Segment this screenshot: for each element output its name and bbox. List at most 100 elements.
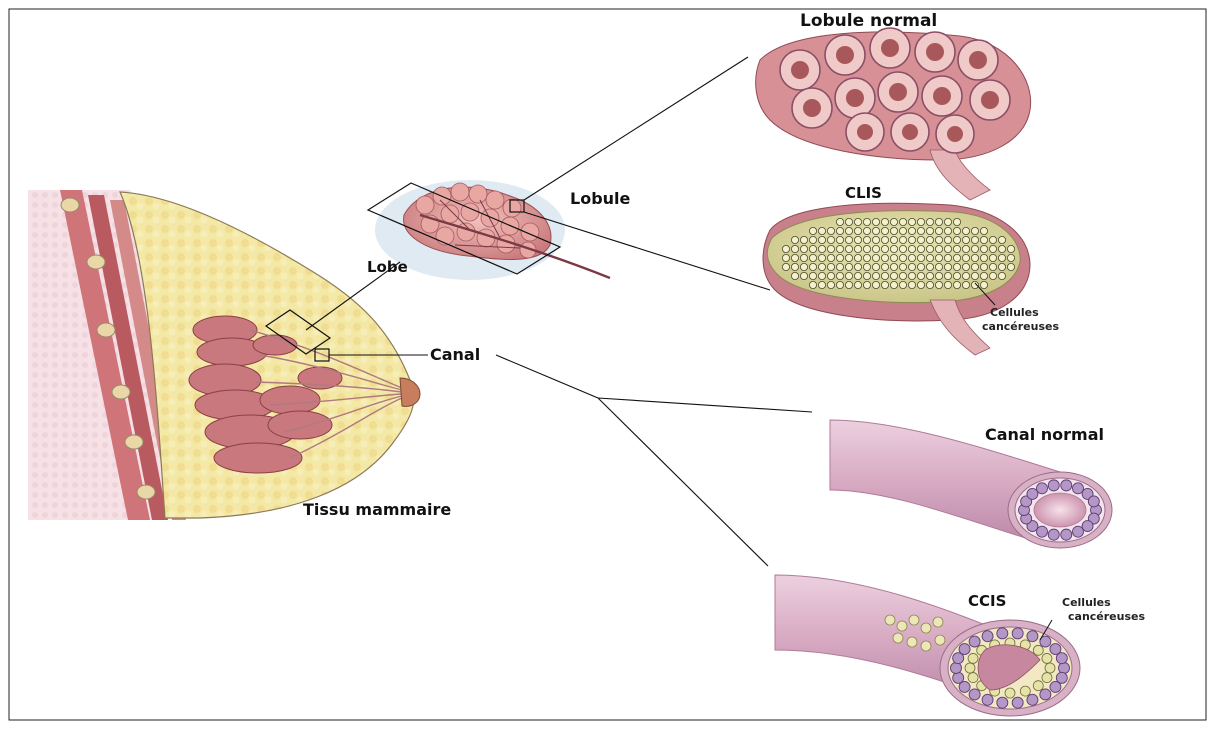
cancer-cell: [854, 245, 861, 252]
cancer-cell: [881, 281, 888, 288]
cancer-cell: [899, 227, 906, 234]
cancer-cell: [827, 281, 834, 288]
cancer-cell: [899, 281, 906, 288]
cancer-cell: [935, 272, 942, 279]
cancer-cell: [899, 254, 906, 261]
epithelial-cell: [1073, 483, 1084, 494]
cancer-cell: [953, 245, 960, 252]
cancer-cell: [890, 227, 897, 234]
cancer-cell: [971, 254, 978, 261]
cancer-cell: [818, 227, 825, 234]
cancer-cell: [791, 254, 798, 261]
cancer-cell: [980, 236, 987, 243]
cancer-cell: [998, 272, 1005, 279]
cancer-cell: [881, 245, 888, 252]
label-cellules-ccis-2: cancéreuses: [1068, 610, 1145, 623]
cancer-cell: [890, 272, 897, 279]
epithelial-cell: [1040, 689, 1051, 700]
cancer-cell: [827, 272, 834, 279]
cancer-cell: [881, 272, 888, 279]
cancer-cell: [845, 254, 852, 261]
cancer-cell: [827, 254, 834, 261]
cancer-cell: [971, 245, 978, 252]
cancer-cell: [962, 281, 969, 288]
cancer-cell: [863, 272, 870, 279]
label-clis: CLIS: [845, 184, 882, 202]
cancer-cell: [926, 236, 933, 243]
cancer-cell: [872, 254, 879, 261]
cancer-cell: [782, 254, 789, 261]
label-canal-normal: Canal normal: [985, 425, 1104, 444]
cancer-cell: [917, 263, 924, 270]
cancer-cell: [971, 236, 978, 243]
cancer-cell: [809, 236, 816, 243]
epithelial-cell: [1027, 488, 1038, 499]
cancer-cell: [818, 236, 825, 243]
cancer-cell: [926, 263, 933, 270]
cancer-cell: [944, 263, 951, 270]
cancer-cell: [962, 227, 969, 234]
cancer-cell: [962, 254, 969, 261]
cancer-cell: [791, 263, 798, 270]
cancer-cell: [818, 254, 825, 261]
cancer-cell: [800, 263, 807, 270]
cancer-cell: [1045, 663, 1055, 673]
cancer-cell: [881, 218, 888, 225]
epithelial-cell: [982, 694, 993, 705]
cancer-cell: [854, 281, 861, 288]
cancer-cell: [971, 227, 978, 234]
connector-lines: [306, 57, 812, 566]
cancer-cell: [863, 254, 870, 261]
cancer-cell: [962, 263, 969, 270]
cancer-cell: [836, 227, 843, 234]
cancer-cell: [863, 281, 870, 288]
cancer-cell: [1005, 688, 1015, 698]
cancer-cell: [854, 236, 861, 243]
cancer-cell: [953, 254, 960, 261]
epithelial-cell: [951, 663, 962, 674]
cancer-cell: [908, 281, 915, 288]
cancer-cell: [872, 236, 879, 243]
cancer-cell: [827, 245, 834, 252]
cancer-cell: [818, 245, 825, 252]
cancer-cell: [944, 236, 951, 243]
cancer-cell: [953, 227, 960, 234]
epithelial-cell: [997, 697, 1008, 708]
epithelial-cell: [1061, 480, 1072, 491]
cancer-cell: [944, 254, 951, 261]
cancer-cell: [953, 281, 960, 288]
cancer-cell: [980, 254, 987, 261]
cancer-cell: [989, 263, 996, 270]
cancer-cell: [809, 281, 816, 288]
cancer-cell: [926, 281, 933, 288]
cancer-cell: [863, 245, 870, 252]
cancer-cell: [908, 236, 915, 243]
cancer-cell: [890, 254, 897, 261]
cancer-cell: [917, 227, 924, 234]
cancer-cell: [971, 281, 978, 288]
cancer-cell: [944, 218, 951, 225]
cancer-cell: [962, 236, 969, 243]
label-lobule-normal: Lobule normal: [800, 11, 937, 31]
cancer-cell: [989, 254, 996, 261]
epithelial-cell: [1050, 681, 1061, 692]
epithelial-cell: [1027, 694, 1038, 705]
cancer-cell: [917, 281, 924, 288]
cancer-cell: [917, 272, 924, 279]
cancer-cell: [818, 272, 825, 279]
cancer-cell: [899, 272, 906, 279]
cancer-cell: [926, 272, 933, 279]
epithelial-cell: [969, 636, 980, 647]
epithelial-cell: [969, 689, 980, 700]
cancer-cell: [1020, 686, 1030, 696]
nipple: [400, 378, 420, 406]
cancer-cell: [980, 227, 987, 234]
cancer-cell: [917, 218, 924, 225]
cancer-cell: [854, 227, 861, 234]
epithelial-cell: [1037, 526, 1048, 537]
cancer-cell: [935, 218, 942, 225]
cancer-cell: [872, 263, 879, 270]
cancer-cell: [989, 236, 996, 243]
cancer-cell: [890, 281, 897, 288]
cancer-cell: [854, 263, 861, 270]
